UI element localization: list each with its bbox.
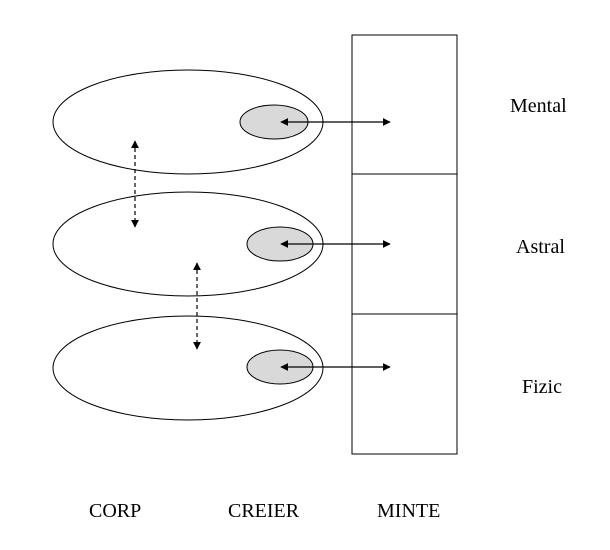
level-label-mental: Mental [510,95,567,117]
level-label-fizic: Fizic [522,376,562,398]
level-label-astral: Astral [516,236,565,258]
column-label-brain: CREIER [228,500,300,522]
column-label-mind: MINTE [377,500,440,522]
column-label-body: CORP [89,500,141,522]
mind-box-mental [351,34,458,175]
mind-box-fizic [351,313,458,455]
